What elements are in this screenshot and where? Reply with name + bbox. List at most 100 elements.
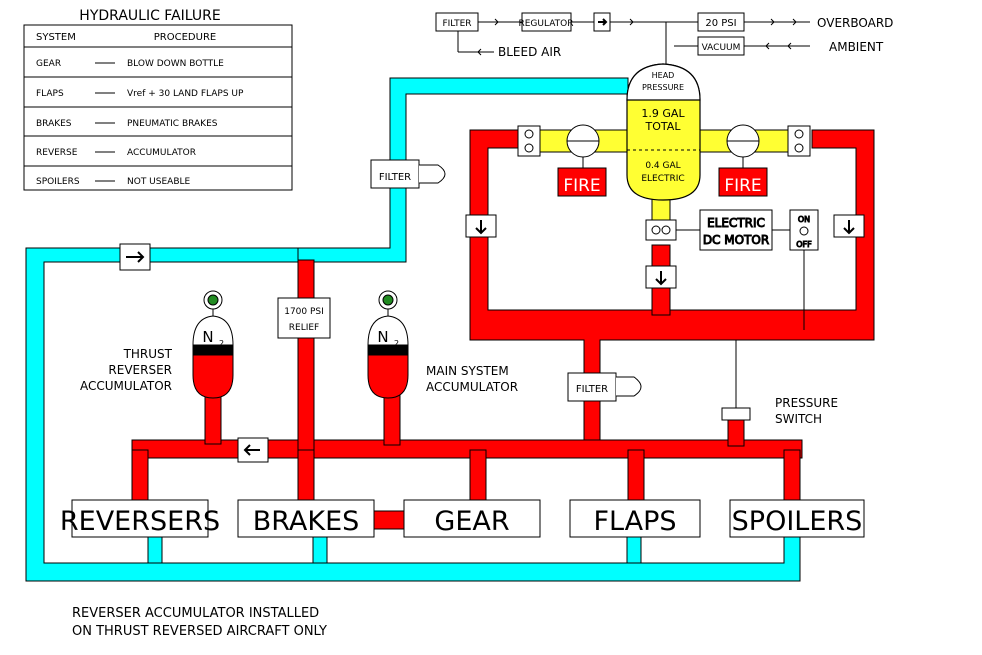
left-n2-label: N bbox=[202, 328, 213, 346]
consumer-gear-box bbox=[403, 499, 541, 538]
motor-label-1: ELECTRIC bbox=[707, 216, 765, 230]
failure-row-procedure: NOT USEABLE bbox=[127, 177, 191, 187]
pressure-switch-label-1: PRESSURE bbox=[775, 396, 838, 410]
check-valves bbox=[119, 214, 865, 463]
filters: FILTER FILTER 1700 PSI RELIEF bbox=[277, 159, 642, 402]
pressurization-system bbox=[435, 12, 810, 64]
consumers bbox=[71, 499, 865, 538]
thrust-reverser-accumulator: N 2 bbox=[192, 290, 234, 399]
consumer-flaps: FLAPS bbox=[593, 506, 676, 537]
return-drop-brakes bbox=[312, 536, 328, 564]
right-fire-label: FIRE bbox=[724, 176, 761, 196]
reservoir-head-2: PRESSURE bbox=[642, 83, 684, 92]
press-vacuum-label: VACUUM bbox=[702, 43, 741, 53]
pressure-left-loop bbox=[469, 129, 875, 441]
pressure-lines bbox=[131, 129, 875, 530]
ambient-label: AMBIENT bbox=[829, 40, 884, 54]
main-acc-label-2: ACCUMULATOR bbox=[426, 380, 518, 394]
left-fire-label: FIRE bbox=[563, 176, 600, 196]
right-n2-sub: 2 bbox=[394, 339, 399, 348]
press-regulator-label: REGULATOR bbox=[518, 19, 573, 29]
main-system-accumulator: N 2 bbox=[367, 290, 409, 399]
press-20psi-box bbox=[697, 12, 745, 32]
return-drop-flaps bbox=[626, 536, 642, 564]
pressure-accum-drop bbox=[383, 394, 401, 446]
pressure-brake-gear-link bbox=[373, 510, 405, 530]
pressure-filter bbox=[567, 372, 617, 402]
failure-col-system: SYSTEM bbox=[36, 32, 76, 43]
relief-label-1: 1700 PSI bbox=[284, 307, 324, 317]
left-pump-gear-icon bbox=[517, 125, 541, 157]
pressure-drop-reversers bbox=[131, 449, 149, 501]
pressure-left-acc-drop bbox=[204, 391, 222, 445]
bleed-air-label: BLEED AIR bbox=[498, 45, 561, 59]
thrust-acc-label-2: REVERSER bbox=[108, 363, 172, 377]
consumer-gear: GEAR bbox=[434, 506, 509, 537]
pressure-manifold bbox=[131, 439, 803, 459]
return-drop-reversers bbox=[147, 536, 163, 564]
engine-pumps bbox=[517, 124, 811, 168]
relief-valve bbox=[277, 297, 331, 339]
consumer-brakes-box bbox=[237, 499, 375, 538]
pressurization-labels: FILTER REGULATOR 20 PSI VACUUM BLEED AIR… bbox=[442, 16, 893, 59]
consumer-labels: REVERSERS BRAKES GEAR FLAPS SPOILERS bbox=[60, 506, 862, 537]
right-fire-button bbox=[718, 167, 768, 197]
switch-off-label: OFF bbox=[796, 240, 812, 249]
consumer-flaps-box bbox=[569, 499, 701, 538]
failure-row-procedure: ACCUMULATOR bbox=[127, 148, 196, 158]
pressure-drop-spoilers bbox=[783, 449, 801, 501]
failure-col-procedure: PROCEDURE bbox=[154, 32, 216, 43]
failure-row-system: SPOILERS bbox=[36, 177, 80, 187]
consumer-reversers: REVERSERS bbox=[60, 506, 220, 537]
pressure-relief-drop bbox=[297, 259, 315, 451]
footnote-line-2: ON THRUST REVERSED AIRCRAFT ONLY bbox=[72, 624, 327, 639]
pressure-filter-label: FILTER bbox=[576, 384, 608, 395]
press-filter-box bbox=[435, 12, 479, 32]
pressure-switch-drop bbox=[727, 417, 745, 447]
right-pump-gear-icon bbox=[787, 125, 811, 157]
press-regulator-box bbox=[521, 12, 572, 32]
return-line-riser bbox=[297, 77, 629, 263]
reservoir-elec-2: ELECTRIC bbox=[641, 174, 684, 184]
component-labels: THRUST REVERSER ACCUMULATOR MAIN SYSTEM … bbox=[80, 347, 838, 426]
failure-row-system: GEAR bbox=[36, 59, 61, 69]
motor-label-2: DC MOTOR bbox=[703, 233, 769, 247]
press-filter-label: FILTER bbox=[442, 19, 471, 29]
relief-label-2: RELIEF bbox=[289, 323, 319, 333]
thrust-acc-label-3: ACCUMULATOR bbox=[80, 379, 172, 393]
failure-row-system: FLAPS bbox=[36, 89, 64, 99]
pressure-switch-label-2: SWITCH bbox=[775, 412, 822, 426]
failure-row-procedure: PNEUMATIC BRAKES bbox=[127, 119, 218, 129]
consumer-spoilers: SPOILERS bbox=[732, 506, 863, 537]
footnote: REVERSER ACCUMULATOR INSTALLED ON THRUST… bbox=[72, 606, 327, 639]
reservoir-elec-1: 0.4 GAL bbox=[645, 161, 680, 171]
consumer-spoilers-box bbox=[729, 499, 865, 538]
electric-dc-motor bbox=[699, 209, 773, 251]
reservoir-head-1: HEAD bbox=[652, 71, 675, 80]
thrust-acc-label-1: THRUST bbox=[123, 347, 173, 361]
press-20psi-label: 20 PSI bbox=[705, 18, 736, 29]
pressure-switch bbox=[721, 407, 751, 421]
failure-row-system: REVERSE bbox=[36, 148, 78, 158]
fire-handles: FIRE FIRE bbox=[557, 167, 768, 197]
main-acc-label-1: MAIN SYSTEM bbox=[426, 364, 509, 378]
footnote-line-1: REVERSER ACCUMULATOR INSTALLED bbox=[72, 606, 319, 621]
right-n2-label: N bbox=[377, 328, 388, 346]
press-vacuum-box bbox=[697, 36, 745, 56]
failure-row-system: BRAKES bbox=[36, 119, 72, 129]
pressure-drop-gear bbox=[469, 449, 487, 501]
pressure-drop-flaps bbox=[627, 449, 645, 501]
return-filter-label: FILTER bbox=[379, 172, 411, 183]
overboard-label: OVERBOARD bbox=[817, 16, 893, 30]
electric-pump-gear-icon bbox=[645, 219, 677, 241]
consumer-brakes: BRAKES bbox=[253, 506, 360, 537]
reservoir-total-1: 1.9 GAL bbox=[641, 107, 685, 120]
failure-row-procedure: BLOW DOWN BOTTLE bbox=[127, 59, 224, 69]
switch-on-label: ON bbox=[798, 215, 810, 224]
reservoir: HEAD PRESSURE 1.9 GAL TOTAL 0.4 GAL ELEC… bbox=[626, 63, 701, 201]
left-fire-button bbox=[557, 167, 607, 197]
reservoir-total-2: TOTAL bbox=[645, 120, 682, 133]
electric-pump: ELECTRIC DC MOTOR ON OFF bbox=[645, 209, 819, 421]
failure-table: HYDRAULIC FAILURE SYSTEM PROCEDURE GEAR … bbox=[23, 8, 293, 191]
